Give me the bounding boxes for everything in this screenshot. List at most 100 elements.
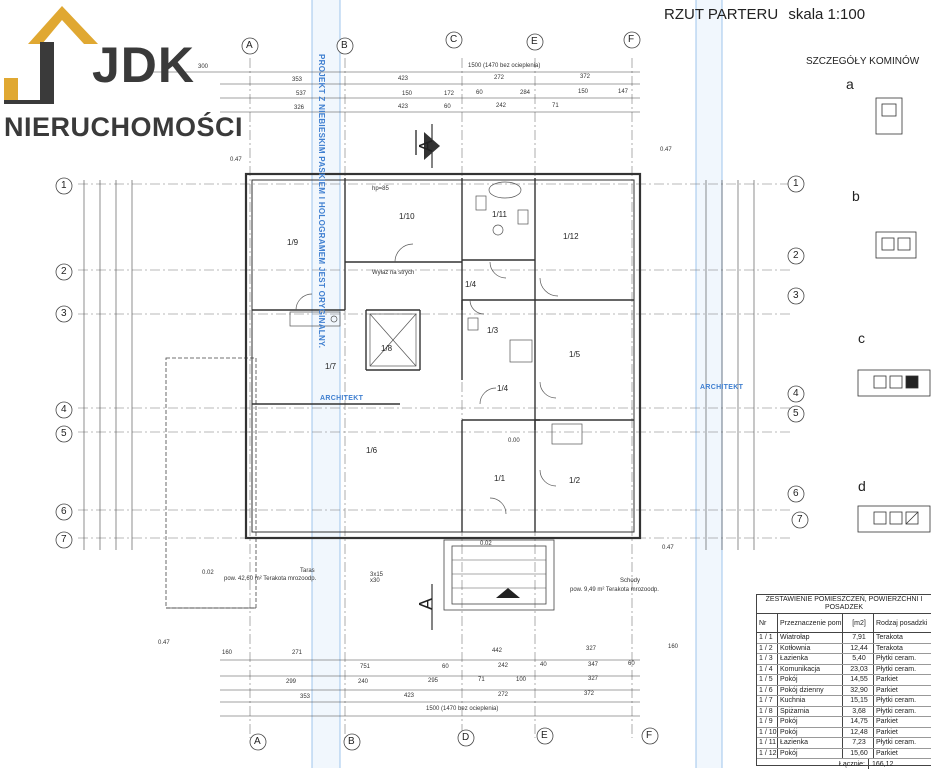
table-cell-nr: 1 / 8	[757, 706, 778, 716]
table-cell-floor: Płytki ceram.	[876, 655, 917, 663]
detail-label-b: b	[852, 188, 860, 204]
table-cell-purpose: Pokój	[778, 727, 843, 737]
logo-brand: JDK	[92, 37, 196, 93]
table-cell-floor: Parkiet	[876, 686, 898, 694]
stairs	[452, 559, 546, 589]
table-title: ZESTAWIENIE POMIESZCZEŃ, POWIERZCHNI I P…	[757, 595, 931, 614]
table-cell-nr: 1 / 1	[757, 633, 778, 643]
table-cell-floor: Parkiet	[876, 749, 898, 757]
table-cell-floor: Płytki ceram.	[876, 665, 917, 673]
table-cell-nr: 1 / 5	[757, 675, 778, 685]
table-cell-floor: Terakota	[876, 634, 903, 642]
outer-walls	[244, 172, 642, 540]
logo-mark	[4, 6, 98, 104]
table-cell-area: 7,23	[843, 738, 874, 748]
terrace-outline	[165, 357, 555, 611]
table-cell-floor: Płytki ceram.	[876, 739, 917, 747]
chimney-details	[857, 97, 931, 533]
table-total-value: 166,12	[872, 760, 894, 768]
table-cell-purpose: Pokój	[778, 717, 843, 727]
table-cell-nr: 1 / 11	[759, 738, 778, 748]
table-total-row: Łącznie: 166,12	[757, 759, 931, 769]
grid-axes	[78, 58, 790, 738]
table-cell-floor: Parkiet	[876, 676, 898, 684]
table-total-label: Łącznie:	[757, 759, 869, 769]
table-cell-nr: 1 / 3	[757, 654, 778, 664]
detail-label-d: d	[858, 478, 866, 494]
details-title: SZCZEGÓŁY KOMINÓW	[806, 56, 920, 67]
table-cell-purpose: Łazienka	[778, 654, 843, 664]
table-cell-purpose: Wiatrołap	[778, 633, 843, 643]
stamp-bands	[311, 0, 723, 768]
table-cell-purpose: Kuchnia	[778, 696, 843, 706]
table-cell-purpose: Kotłownia	[778, 643, 843, 653]
table-cell-floor: Płytki ceram.	[876, 707, 917, 715]
table-cell-purpose: Łazienka	[778, 738, 843, 748]
table-cell-area: 7,91	[843, 633, 874, 643]
table-cell-area: 3,68	[843, 706, 874, 716]
stamp-word-left: ARCHITEKT	[320, 395, 364, 402]
dimension-lines	[83, 71, 755, 717]
svg-text:A: A	[416, 140, 436, 152]
table-cell-purpose: Spiżarnia	[778, 706, 843, 716]
table-cell-nr: 1 / 9	[757, 717, 778, 727]
table-cell-purpose: Pokój	[778, 675, 843, 685]
table-header-floor: Rodzaj posadzki	[876, 619, 928, 627]
table-header-area: [m2]	[843, 614, 874, 632]
stamp-word-right: ARCHITEKT	[700, 384, 744, 391]
table-cell-area: 14,55	[843, 675, 874, 685]
table-cell-area: 12,44	[843, 643, 874, 653]
company-logo: JDK NIERUCHOMOŚCI	[0, 0, 265, 145]
table-cell-area: 32,90	[843, 685, 874, 695]
table-cell-floor: Terakota	[876, 644, 903, 652]
table-cell-nr: 1 / 2	[757, 643, 778, 653]
table-cell-nr: 1 / 10	[759, 727, 778, 737]
table-cell-nr: 1 / 4	[757, 664, 778, 674]
table-cell-nr: 1 / 6	[757, 685, 778, 695]
table-cell-purpose: Komunikacja	[778, 664, 843, 674]
detail-label-c: c	[858, 330, 865, 346]
table-cell-area: 15,60	[843, 748, 874, 758]
plan-scale: skala 1:100	[788, 6, 866, 23]
table-cell-floor: Płytki ceram.	[876, 697, 917, 705]
table-header-nr: Nr	[757, 614, 778, 632]
plan-title: RZUT PARTERU skala 1:100	[664, 6, 865, 23]
stamp-text-left: PROJEKT Z NIEBIESKIM PASKIEM I HOLOGRAME…	[317, 54, 326, 349]
svg-text:A: A	[416, 598, 436, 610]
table-cell-nr: 1 / 7	[757, 696, 778, 706]
logo-subtitle: NIERUCHOMOŚCI	[4, 112, 244, 142]
fixtures	[289, 181, 583, 445]
table-cell-area: 12,48	[843, 727, 874, 737]
table-header-purpose: Przeznaczenie pomieszczeń	[778, 614, 843, 632]
inner-walls	[252, 130, 634, 532]
table-cell-purpose: Pokój	[778, 748, 843, 758]
table-cell-area: 14,75	[843, 717, 874, 727]
section-markers: A A	[416, 124, 520, 630]
plan-title-text: RZUT PARTERU	[664, 6, 779, 23]
table-cell-floor: Parkiet	[876, 718, 898, 726]
table-cell-purpose: Pokój dzienny	[778, 685, 843, 695]
table-cell-area: 23,03	[843, 664, 874, 674]
table-header-row: Nr Przeznaczenie pomieszczeń [m2] Rodzaj…	[757, 614, 931, 633]
room-schedule-table: ZESTAWIENIE POMIESZCZEŃ, POWIERZCHNI I P…	[756, 594, 931, 769]
table-cell-floor: Parkiet	[876, 728, 898, 736]
table-cell-area: 5,40	[843, 654, 874, 664]
grid-circles	[55, 31, 809, 751]
table-cell-nr: 1 / 12	[759, 748, 778, 758]
detail-label-a: a	[846, 76, 854, 92]
door-swings	[295, 243, 559, 515]
